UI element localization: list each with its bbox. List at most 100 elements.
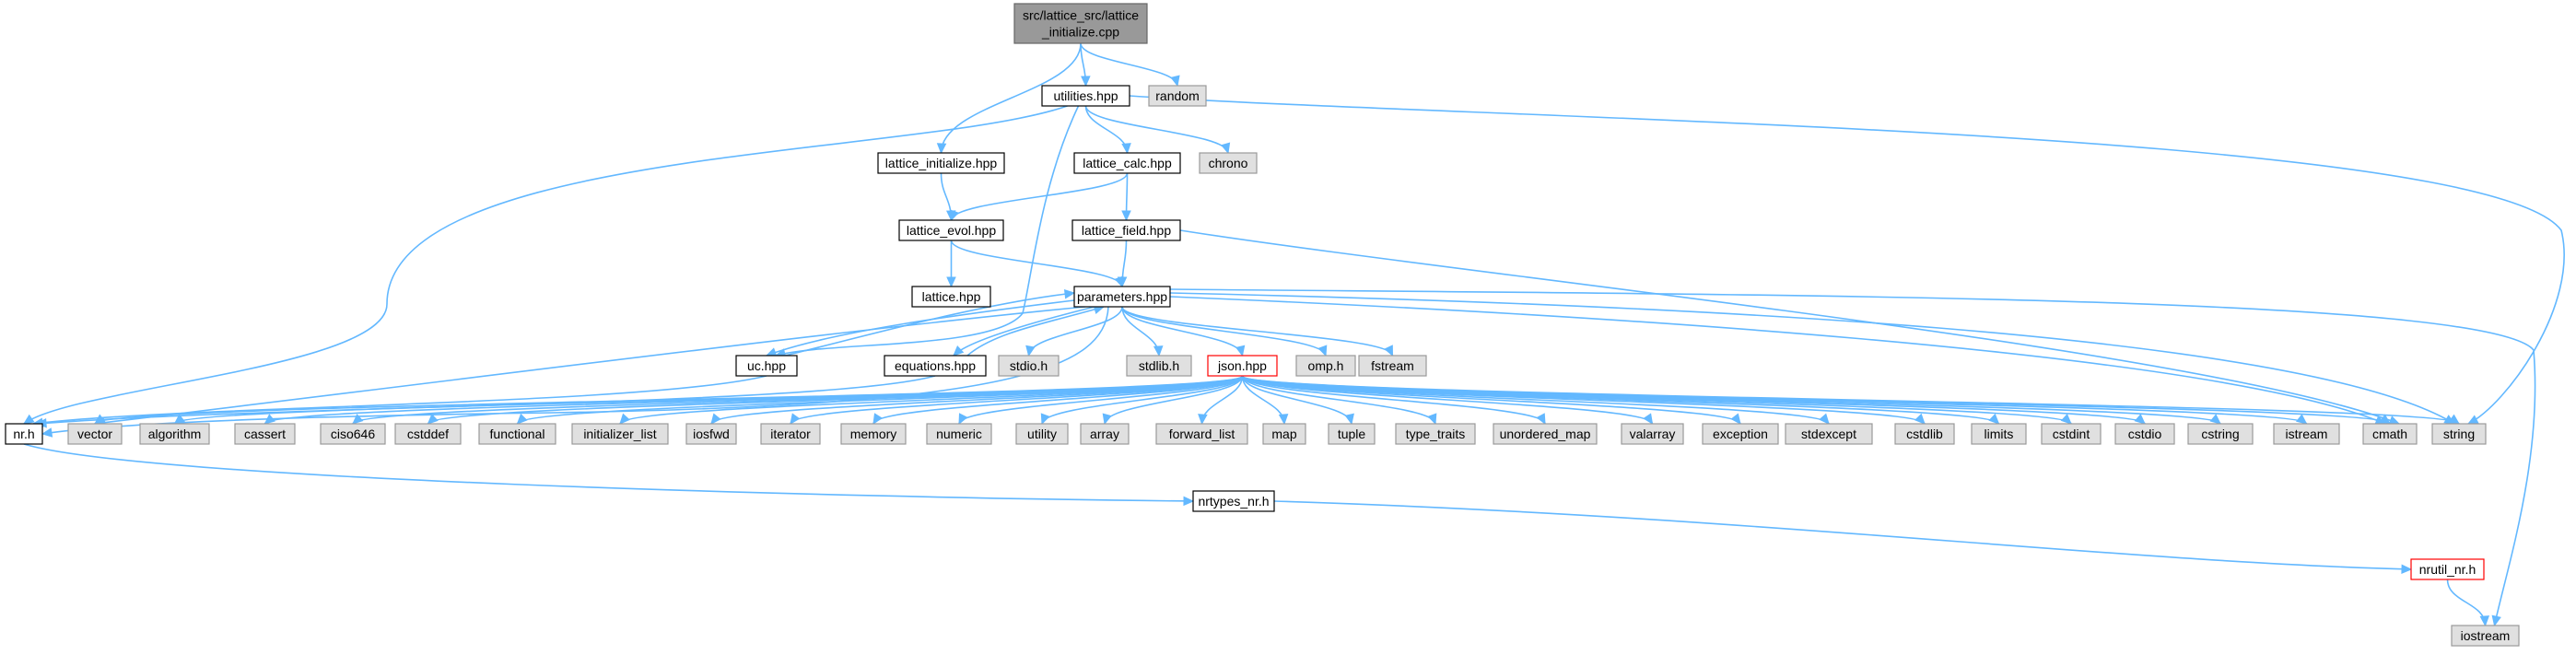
- node-box: [2273, 423, 2340, 445]
- node-box: [234, 423, 296, 445]
- node-label: iosfwd: [693, 427, 730, 441]
- edge-json-to-cstdint: [1241, 375, 2072, 425]
- edge-line: [23, 105, 1068, 425]
- edge-lattice_field-to-cmath: [1179, 229, 2401, 426]
- edge-arrowhead: [2209, 414, 2221, 425]
- node-label: tuple: [1338, 427, 1366, 441]
- edge-line: [950, 240, 1123, 287]
- edge-json-to-cstdio: [1241, 375, 2146, 425]
- edge-arrowhead: [1427, 413, 1437, 426]
- node-random: random: [1148, 85, 1207, 107]
- node-iostream: iostream: [2451, 625, 2520, 647]
- node-box: [998, 355, 1060, 377]
- node-box: [898, 219, 1004, 241]
- node-json[interactable]: json.hpp: [1207, 355, 1278, 377]
- edge-parameters-to-stdlib_h: [1121, 306, 1164, 357]
- node-chrono: chrono: [1199, 152, 1258, 174]
- node-box: [1295, 355, 1356, 377]
- edge-line: [1241, 375, 2460, 425]
- node-box: [139, 423, 210, 445]
- node-parameters[interactable]: parameters.hpp: [1073, 286, 1171, 308]
- node-root[interactable]: src/lattice_src/lattice_initialize.cpp: [1013, 3, 1148, 44]
- node-nrutil-nr[interactable]: nrutil_nr.h: [2410, 558, 2485, 580]
- node-vector: vector: [67, 423, 123, 445]
- edge-json-to-vector: [94, 375, 1244, 425]
- node-nr-h[interactable]: nr.h: [5, 423, 43, 445]
- edge-lattice_evol-to-parameters: [950, 240, 1124, 288]
- node-cstddef: cstddef: [394, 423, 462, 445]
- edge-arrowhead: [2295, 414, 2308, 425]
- edge-arrowhead: [1121, 210, 1131, 222]
- edge-nrtypes_nr-to-nrutil_nr: [1273, 500, 2413, 574]
- edge-arrowhead: [173, 414, 186, 425]
- node-box: [840, 423, 907, 445]
- edge-json-to-utility: [1040, 375, 1244, 426]
- node-label: vector: [77, 427, 112, 441]
- edge-line: [23, 443, 1194, 502]
- node-iterator: iterator: [760, 423, 821, 445]
- node-box: [2187, 423, 2254, 445]
- edge-arrowhead: [946, 276, 956, 288]
- node-cstdlib: cstdlib: [1894, 423, 1955, 445]
- edge-arrowhead: [427, 413, 439, 425]
- node-lattice-field[interactable]: lattice_field.hpp: [1071, 219, 1181, 241]
- node-box: [1155, 423, 1248, 445]
- edge-line: [94, 306, 1086, 425]
- node-unordered-map: unordered_map: [1493, 423, 1598, 445]
- node-box: [320, 423, 386, 445]
- node-box: [1621, 423, 1684, 445]
- node-uc[interactable]: uc.hpp: [735, 355, 798, 377]
- node-box: [2041, 423, 2102, 445]
- node-label: iterator: [770, 427, 811, 441]
- node-type-traits: type_traits: [1395, 423, 1476, 445]
- node-ciso646: ciso646: [320, 423, 386, 445]
- node-lattice-initialize[interactable]: lattice_initialize.hpp: [877, 152, 1005, 174]
- edge-arrowhead: [1221, 142, 1231, 155]
- edge-json-to-valarray: [1241, 375, 1654, 426]
- node-box: [394, 423, 462, 445]
- node-box: [926, 423, 992, 445]
- node-numeric: numeric: [926, 423, 992, 445]
- node-label: cstring: [2201, 427, 2239, 441]
- edge-json-to-numeric: [958, 375, 1244, 426]
- edge-arrowhead: [958, 413, 968, 426]
- edge-arrowhead: [1040, 413, 1050, 426]
- node-valarray: valarray: [1621, 423, 1684, 445]
- node-iosfwd: iosfwd: [685, 423, 737, 445]
- node-memory: memory: [840, 423, 907, 445]
- edge-line: [958, 375, 1244, 425]
- node-cstring: cstring: [2187, 423, 2254, 445]
- node-limits: limits: [1971, 423, 2027, 445]
- node-box: [1894, 423, 1955, 445]
- edge-line: [966, 306, 1105, 357]
- node-box: [1358, 355, 1427, 377]
- edge-lattice_evol-to-lattice: [946, 240, 956, 288]
- edge-line: [872, 375, 1244, 425]
- edge-line: [766, 299, 1075, 357]
- edge-arrowhead: [1170, 75, 1180, 88]
- edge-line: [710, 375, 1244, 425]
- node-stdio-h: stdio.h: [998, 355, 1060, 377]
- edge-line: [1121, 306, 1394, 357]
- edges-layer: [22, 42, 2565, 627]
- node-omp-h: omp.h: [1295, 355, 1356, 377]
- node-cmath: cmath: [2362, 423, 2418, 445]
- node-label: lattice_evol.hpp: [907, 223, 997, 238]
- edge-arrowhead: [2448, 414, 2460, 425]
- edge-nr_h-to-nrtypes_nr: [23, 443, 1195, 507]
- edge-arrowhead: [1914, 413, 1926, 425]
- edge-arrowhead: [1153, 345, 1164, 357]
- edge-json-to-memory: [872, 375, 1244, 426]
- node-utilities[interactable]: utilities.hpp: [1041, 85, 1130, 107]
- node-lattice-evol[interactable]: lattice_evol.hpp: [898, 219, 1004, 241]
- node-label: array: [1090, 427, 1119, 441]
- node-box: [1785, 423, 1873, 445]
- node-label: memory: [850, 427, 897, 441]
- node-label: unordered_map: [1500, 427, 1591, 441]
- node-lattice[interactable]: lattice.hpp: [911, 286, 991, 308]
- node-label: exception: [1713, 427, 1768, 441]
- node-lattice-calc[interactable]: lattice_calc.hpp: [1073, 152, 1181, 174]
- node-box: [1126, 355, 1192, 377]
- node-nrtypes-nr[interactable]: nrtypes_nr.h: [1192, 490, 1275, 512]
- node-equations[interactable]: equations.hpp: [884, 355, 987, 377]
